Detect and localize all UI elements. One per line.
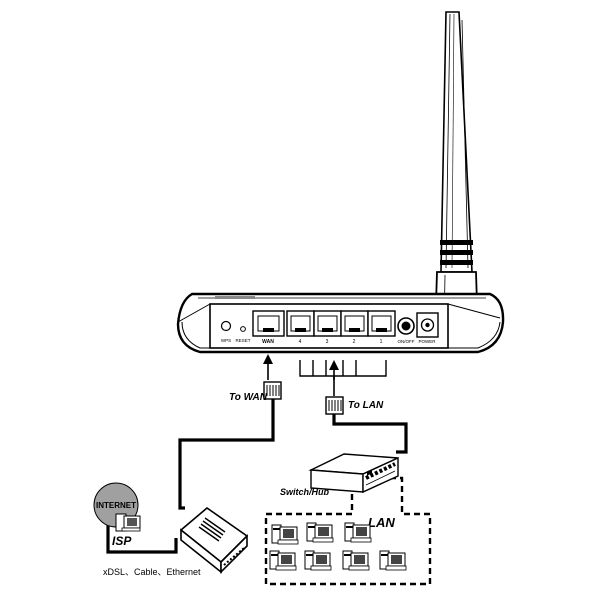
lan-port-4-label: 4 (299, 339, 302, 345)
isp-computer-icon (115, 513, 141, 532)
internet-label: INTERNET (96, 501, 136, 510)
wan-port-label: WAN (262, 339, 274, 345)
lan-computer-icon (306, 522, 334, 543)
lan-computer-icon (342, 550, 370, 571)
lan-computer-icon (269, 550, 297, 571)
lan-port-1-label: 1 (380, 339, 383, 345)
isp-cable (106, 516, 178, 554)
lan-computer-icon (271, 524, 299, 545)
to-lan-label: To LAN (348, 400, 384, 411)
lan-port-3-label: 3 (326, 339, 329, 345)
power-jack[interactable] (416, 312, 439, 338)
isp-label: ISP (112, 534, 132, 548)
to-wan-label: To WAN (229, 392, 268, 403)
lan-computer-icon (344, 522, 372, 543)
wps-button[interactable] (220, 320, 232, 332)
lan-computer-icon (304, 550, 332, 571)
wan-cable (178, 398, 275, 510)
connection-types-label: xDSL、Cable、Ethernet (103, 567, 201, 577)
wan-arrow (263, 354, 273, 380)
lan-computers-group (269, 522, 407, 571)
lan-port-3[interactable] (313, 310, 342, 337)
wps-label: WPS (221, 338, 231, 343)
on-off-label: ON/OFF (398, 339, 415, 344)
wan-port[interactable] (252, 310, 285, 337)
switch-hub-label: Switch/Hub (280, 487, 330, 497)
lan-label: LAN (368, 515, 395, 530)
power-label: POWER (418, 339, 436, 344)
wan-rj45-plug-icon (263, 381, 282, 400)
lan-computer-icon (379, 550, 407, 571)
lan-port-2[interactable] (340, 310, 369, 337)
lan-rj45-plug-icon (325, 396, 344, 415)
modem-icon (179, 506, 249, 574)
lan-bracket (299, 360, 387, 396)
reset-label: RESET (235, 338, 250, 343)
lan-port-1[interactable] (367, 310, 396, 337)
antenna (434, 11, 479, 336)
lan-port-4[interactable] (286, 310, 315, 337)
lan-arrow (329, 360, 339, 380)
reset-button[interactable] (240, 326, 246, 332)
on-off-button[interactable] (397, 317, 415, 335)
switch-hub-icon (308, 453, 399, 494)
lan-cable (332, 414, 408, 454)
router: WPS RESET WAN 4 3 2 1 ON/OFF POWER (176, 292, 505, 354)
lan-port-2-label: 2 (353, 339, 356, 345)
